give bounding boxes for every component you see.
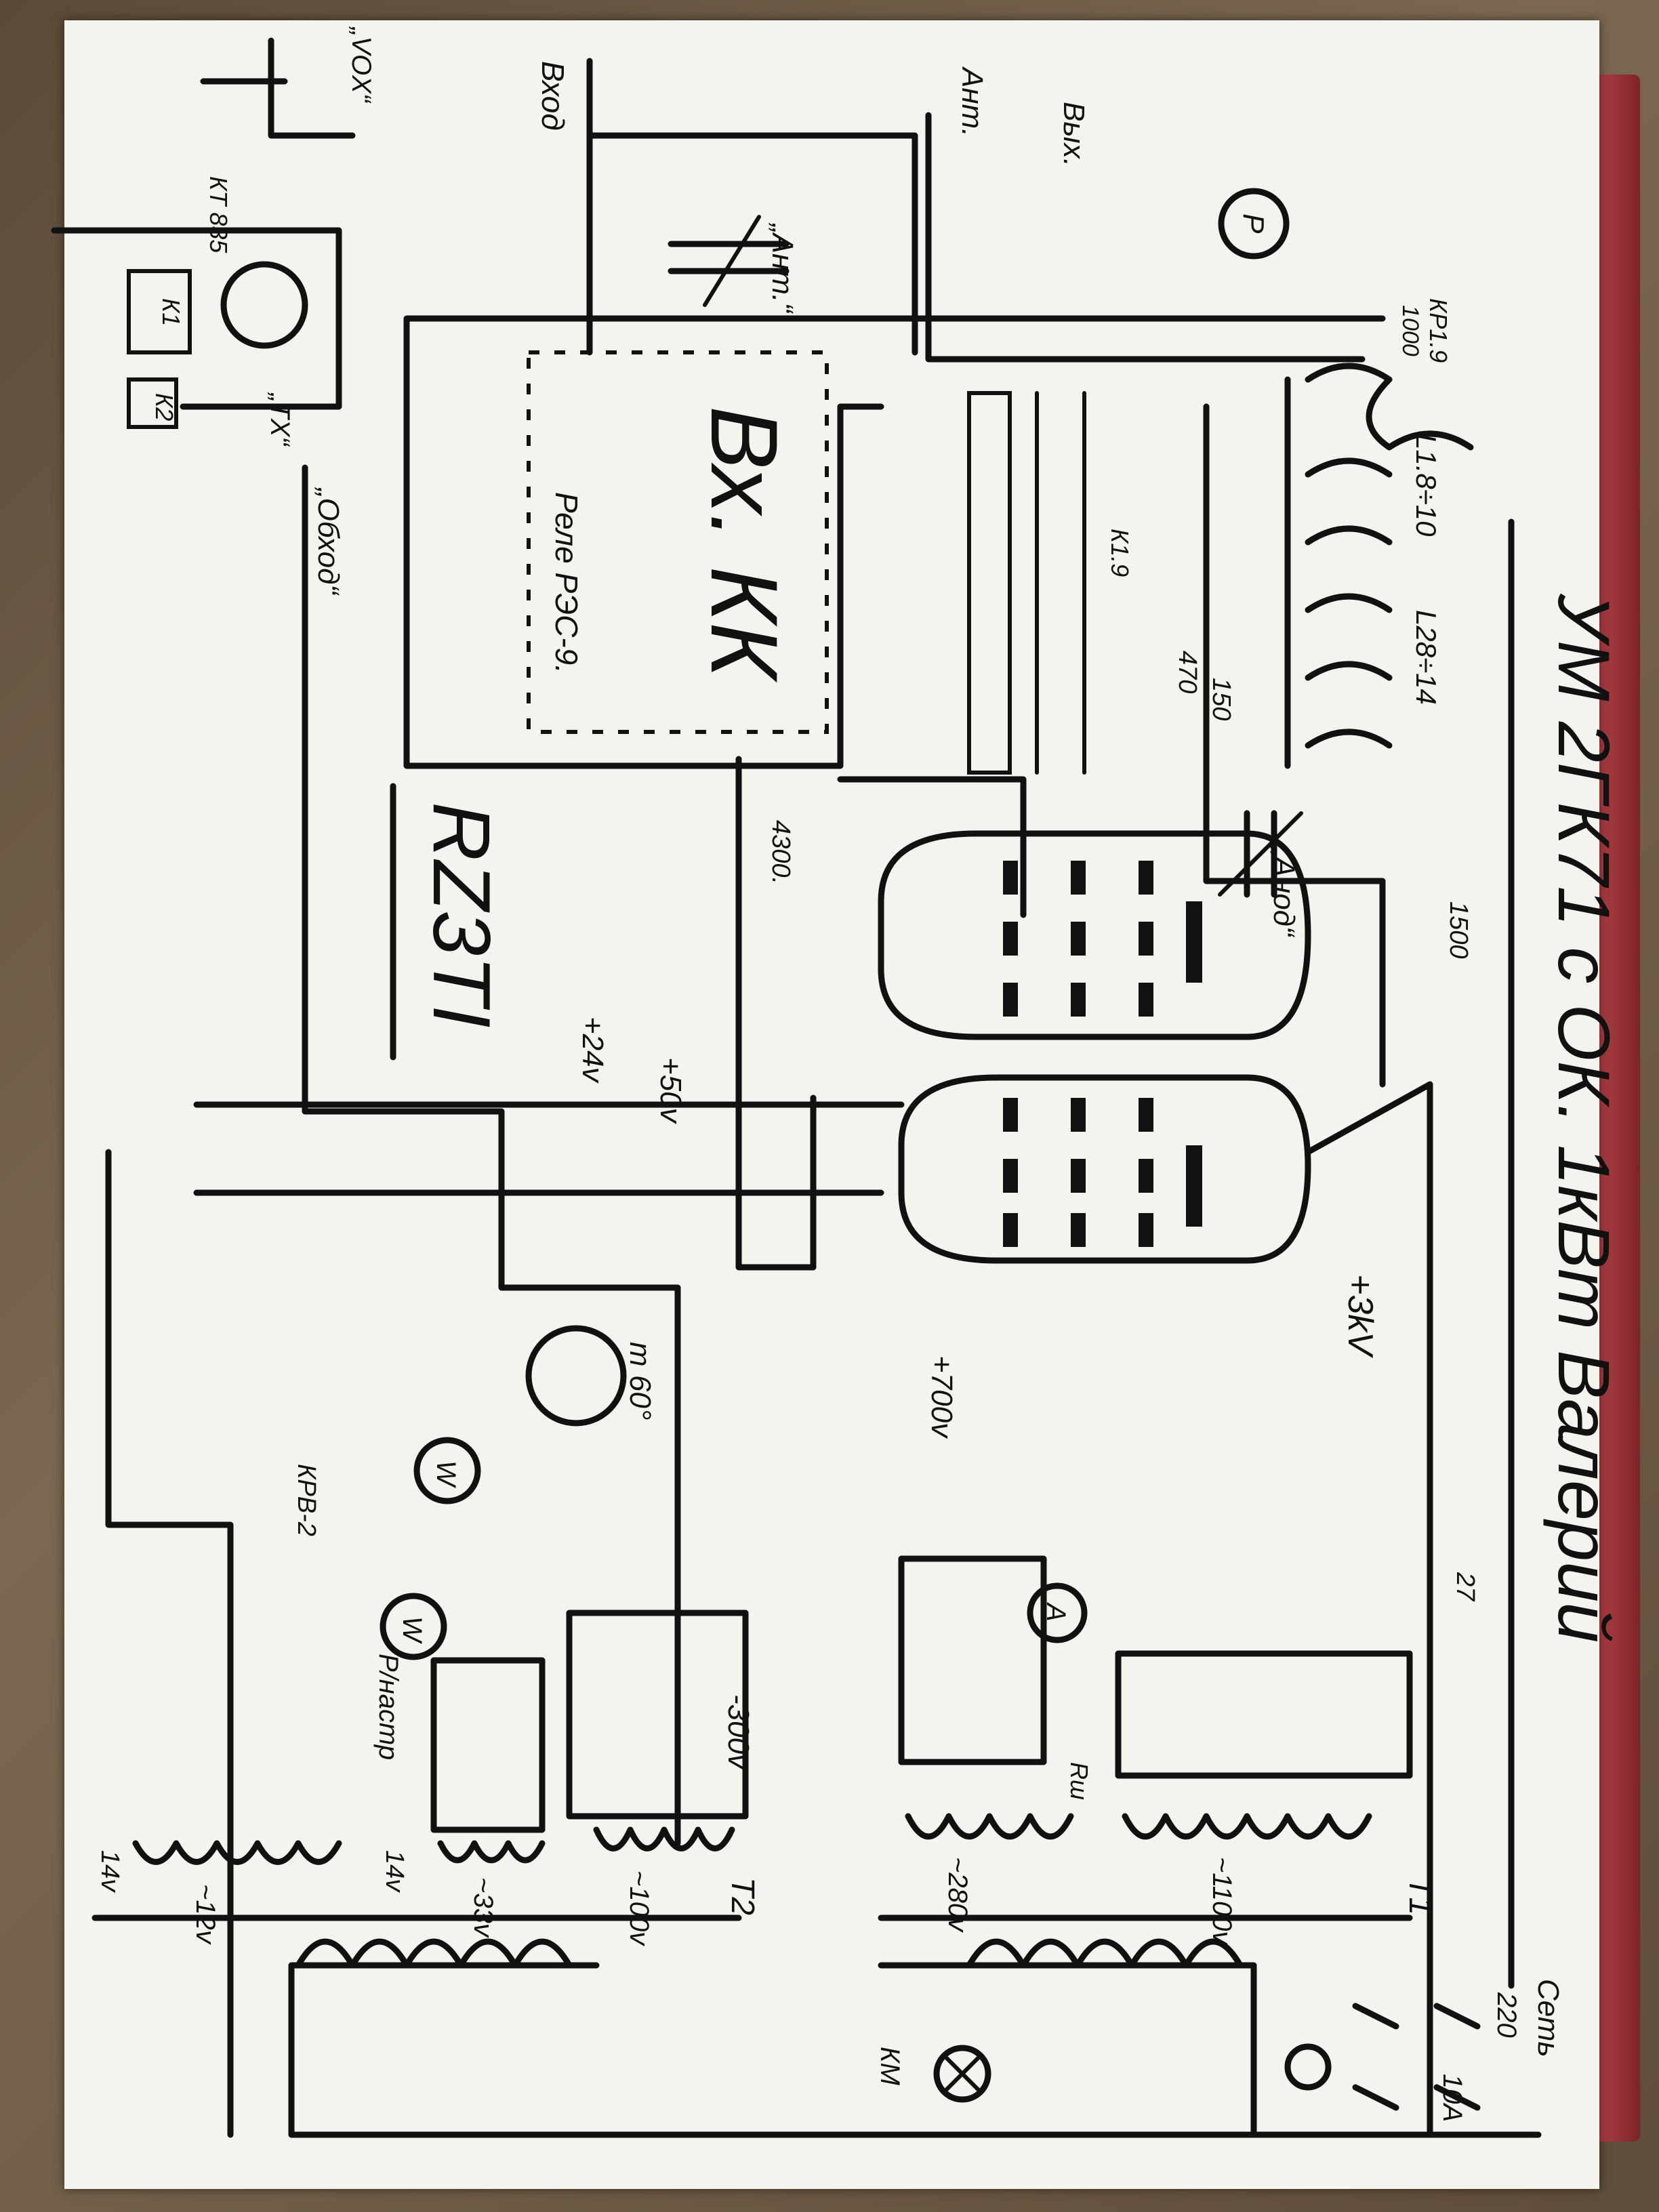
label-ac1100: ~1100v [1207, 1857, 1237, 1946]
label-v14-left: 14v [96, 1850, 124, 1893]
wire-24v-bus [302, 464, 681, 1847]
label-output: Вых. [1057, 102, 1090, 167]
label-r27: 27 [1451, 1572, 1479, 1602]
rectifier-100-block [566, 1610, 749, 1820]
winding-12 [132, 1840, 342, 1865]
winding-1100 [1122, 1813, 1372, 1840]
winding-33 [437, 1840, 546, 1864]
anode-variable-cap [1218, 810, 1303, 898]
wire-input-relay [586, 58, 918, 356]
label-ac100: ~100v [624, 1870, 654, 1946]
callsign-text: RZ3TI [416, 802, 507, 1027]
label-v24: +24v [576, 1017, 609, 1084]
label-ac33: ~33v [468, 1877, 498, 1938]
label-bypass: „Обход“ [312, 487, 345, 596]
wire-tank [1203, 403, 1386, 1088]
wire-antenna [925, 112, 1366, 363]
band-switch [967, 391, 1086, 775]
label-c1500: 1500 [1444, 901, 1473, 959]
transistor-kt835 [220, 261, 308, 349]
label-kpr-9: КР1.9 [1425, 298, 1452, 363]
label-tx: „TX“ [265, 392, 295, 447]
label-k1: К1 [157, 298, 185, 326]
wire-vox-input [200, 37, 356, 139]
relay-note: Реле РЭС-9. [549, 492, 584, 674]
relay-k2-coil [127, 377, 178, 429]
wire-heater-left [105, 1149, 234, 2138]
thermostat-circle [525, 1325, 627, 1427]
label-rsh: Rш [1065, 1762, 1093, 1800]
label-v14-right: 14v [380, 1850, 409, 1893]
label-v220: 220 [1492, 1992, 1521, 2038]
t2-primary [295, 1938, 573, 1969]
label-vox: „VOX“ [346, 26, 376, 104]
tube-2 [898, 1074, 1311, 1264]
label-antenna: Ант. [956, 66, 989, 137]
label-seti: Сеть [1532, 1979, 1565, 2057]
label-t1: Т1 [1402, 1877, 1438, 1915]
meter-w-lower-circle [380, 1593, 447, 1660]
label-c150: 150 [1207, 678, 1235, 720]
title-text: УМ 2ГК71 с ОК. 1кВт Валерий [1543, 593, 1625, 1643]
meter-w-upper-circle [413, 1437, 481, 1504]
relay-k1-coil [127, 269, 192, 354]
rectifier-33-block [430, 1657, 546, 1833]
label-c470: 470 [1173, 651, 1202, 693]
label-v700: +700v [925, 1355, 958, 1439]
label-t60: т 60° [623, 1342, 657, 1420]
wire-mains-t1 [878, 1962, 1257, 2138]
label-meter-w-lower: W [397, 1616, 427, 1644]
wire-mains-bottom [288, 1962, 1542, 2138]
wire-anode-feed [837, 776, 1027, 918]
mains-lamp-cross-b [942, 2053, 983, 2094]
label-a10: 10А [1437, 2074, 1467, 2122]
wire-vox-frame [51, 227, 342, 410]
label-ant-cap: „Ант.“ [766, 222, 799, 314]
label-t2: Т2 [724, 1877, 760, 1915]
tank-coil [1305, 363, 1474, 749]
label-ac280: ~280v [943, 1857, 972, 1933]
rectifier-1100-block [1115, 1650, 1413, 1779]
tube-1 [878, 830, 1311, 1040]
wire-50v [735, 756, 817, 1271]
label-anode-cap: „Анод“ [1267, 846, 1300, 938]
wire-input-frame [403, 315, 1386, 769]
label-meter-p: P [1237, 213, 1270, 234]
winding-100 [593, 1826, 735, 1851]
label-c4300: 4300. [766, 820, 795, 884]
label-meter-a: A [1041, 1602, 1071, 1622]
kk-label: Вх. КК [691, 406, 798, 682]
mains-lamp [933, 2045, 991, 2103]
label-v300: -300v [722, 1694, 755, 1771]
rectifier-280-block [898, 1555, 1047, 1765]
label-v3kv: +3kV [1340, 1274, 1380, 1358]
mains-voltmeter [1284, 2043, 1332, 2091]
label-meter-w-upper: W [431, 1460, 461, 1488]
input-kk-box [527, 350, 829, 734]
label-pst: Р/настр [373, 1654, 403, 1760]
meter-a-circle [1027, 1582, 1088, 1643]
label-ac12: ~12v [190, 1884, 220, 1945]
label-kpr-2: КРВ-2 [292, 1464, 321, 1536]
wire-heater-bus [193, 1101, 905, 1196]
t1-primary [966, 1938, 1244, 1969]
label-k1-9: К1.9 [1106, 529, 1134, 577]
label-km: КМ [875, 2047, 905, 2086]
label-l2: L28÷14 [1410, 610, 1442, 705]
mains-switches [1352, 2003, 1481, 2111]
label-l1: L1.8÷10 [1410, 434, 1442, 537]
label-c1000: 1000 [1397, 305, 1423, 356]
antenna-variable-cap [668, 215, 790, 307]
label-input: Вход [535, 61, 571, 131]
label-kt: КТ 835 [205, 176, 232, 253]
label-v50: +50v [654, 1057, 687, 1125]
label-k2: К2 [150, 393, 178, 421]
wire-hv-bus [1305, 1081, 1433, 2138]
winding-280 [905, 1813, 1074, 1840]
meter-p-circle [1218, 188, 1290, 260]
